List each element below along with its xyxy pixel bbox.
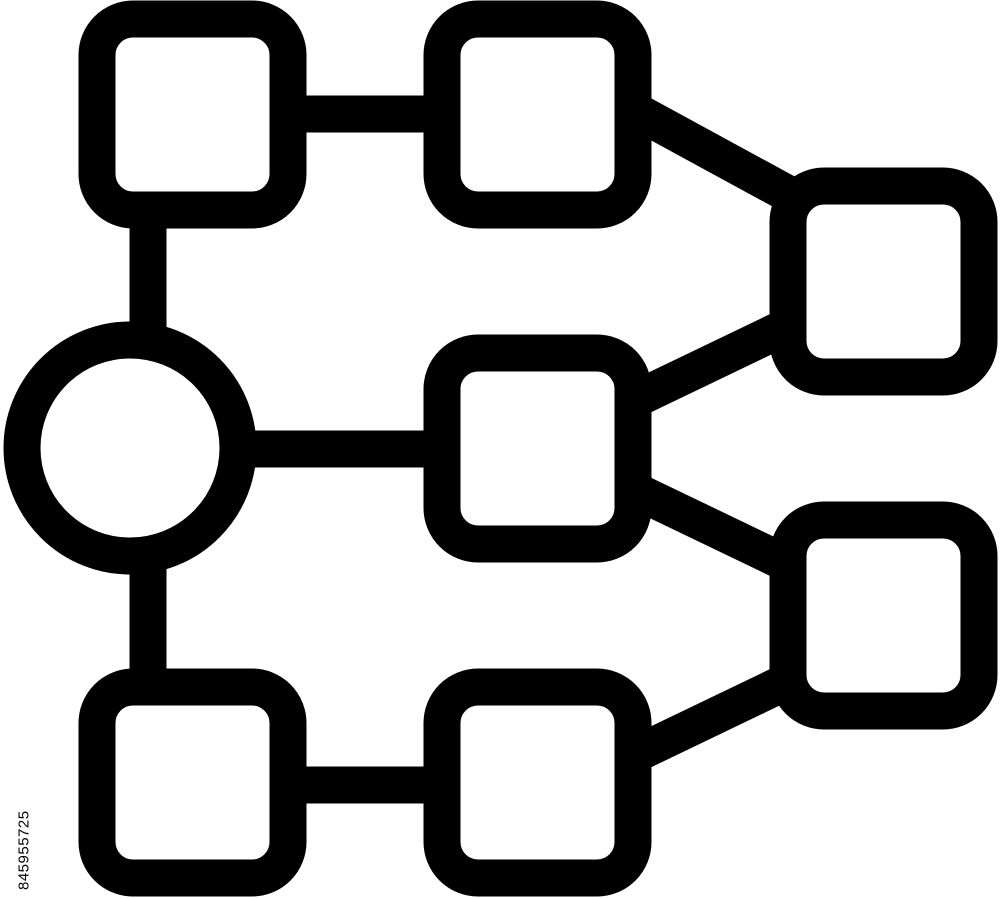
node-center xyxy=(423,334,652,563)
node-bottom-left xyxy=(78,668,307,897)
edge-center-to-right-upper xyxy=(625,308,799,417)
root-node-circle xyxy=(3,321,257,575)
stock-id-watermark: 845955725 xyxy=(15,810,33,890)
edge-center-to-right-lower xyxy=(625,473,799,582)
edge-top-middle-to-right-upper xyxy=(625,93,799,212)
edge-bottom-middle-to-right-lower xyxy=(625,663,799,772)
node-top-left xyxy=(78,0,307,229)
node-right-lower xyxy=(769,501,998,730)
node-top-middle xyxy=(423,0,652,229)
node-right-upper xyxy=(769,167,998,396)
node-bottom-middle xyxy=(423,668,652,897)
